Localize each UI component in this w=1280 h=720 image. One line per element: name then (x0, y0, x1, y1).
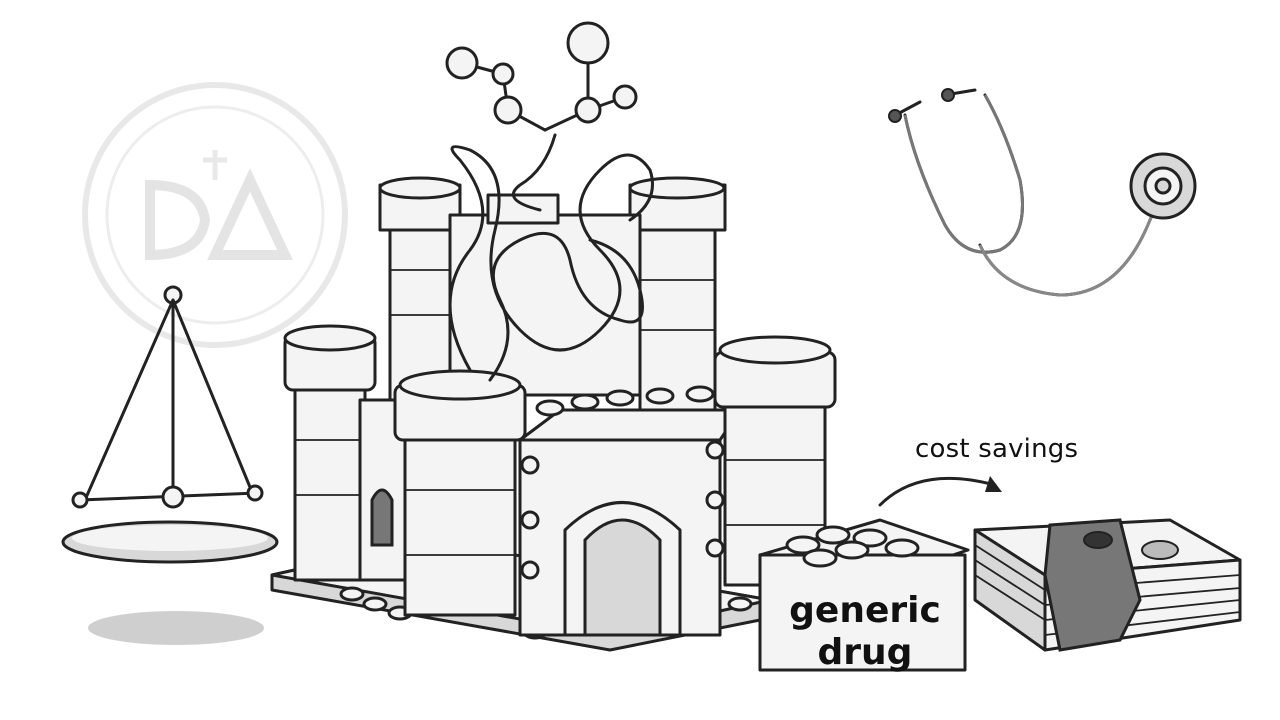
lego-brick (758, 518, 970, 672)
balance-scale-icon (61, 285, 279, 645)
lego-castle (270, 176, 837, 652)
molecule-icon (445, 21, 654, 382)
arrow-to-money (878, 476, 1002, 507)
stethoscope-icon (888, 88, 1197, 297)
cost-savings-label: cost savings (915, 434, 1079, 464)
generic-drug-label: generic drug (789, 590, 941, 673)
money-stack-icon (973, 518, 1242, 652)
watermark-seal (82, 82, 348, 348)
